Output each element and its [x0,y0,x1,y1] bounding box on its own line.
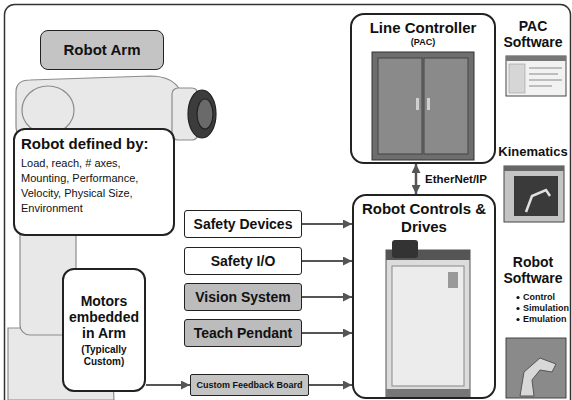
robot-model [526,190,550,212]
software-label: Robot Software [496,254,570,286]
screen [506,338,566,398]
robot-controller-cabinet [386,240,470,397]
robot-software-screenshot [506,338,566,398]
box-title: Line Controller [370,19,477,37]
safety-devices-box: Safety Devices [184,210,302,238]
robot-flange [188,90,216,138]
screen-view [514,176,558,216]
box-title: Motors embedded in Arm [67,293,141,341]
robot-arm-box: Robot Arm [40,30,164,70]
vision-system-box: Vision System [184,283,302,311]
box-title: Vision System [195,289,290,306]
cabinet-door [378,58,422,154]
robot-controls-box: Robot Controls & Drives [352,194,496,399]
software-label: PAC Software [496,18,570,50]
cabinet-body [386,250,470,397]
teach-pendant-device [392,240,418,258]
robot-render [520,358,556,396]
box-title: Robot Arm [64,41,141,59]
box-title: Safety I/O [211,253,276,270]
outer-frame [5,5,571,400]
cabinet-handle [427,98,430,110]
robot-flange-face [197,99,213,129]
bullet-item: Control [523,292,569,303]
software-label: Kinematics [496,144,570,160]
cabinet-panel [448,272,458,288]
cabinet-handle [416,98,419,110]
bullet-dot [516,296,519,299]
connector-arrow [302,296,352,298]
motors-box: Motors embedded in Arm (Typically Custom) [62,268,146,392]
box-title: Teach Pendant [194,325,293,342]
bullets [516,296,519,321]
safety-io-box: Safety I/O [184,247,302,275]
cabinet-plinth [386,389,470,397]
screen-bar [504,166,564,171]
screen [504,166,564,222]
feedback-board-box: Custom Feedback Board [190,374,309,396]
box-body: (Typically Custom) [67,344,141,368]
bullet-item: Simulation [523,303,569,314]
box-title: Custom Feedback Board [196,380,302,391]
kinematics-screenshot [504,166,564,222]
box-title: Robot Controls & Drives [358,200,490,236]
box-title: Robot defined by: [21,135,167,153]
connector-label: EtherNet/IP [424,172,488,186]
cabinet-door [392,266,464,386]
connector-arrow [302,260,352,262]
robot-definition-box: Robot defined by: Load, reach, # axes, Mo… [13,128,175,236]
screen-lines [529,68,562,86]
screen-bar [506,56,566,61]
robot-arm-figure [8,76,216,400]
box-body: (PAC) [411,37,435,48]
connector-arrow [302,332,352,334]
box-body: Load, reach, # axes, Mounting, Performan… [21,156,167,216]
bullet-item: Emulation [523,314,569,325]
screen-pane [509,64,525,93]
connector-arrow [415,164,418,194]
cabinet-door [424,58,468,154]
bullet-dot [516,307,519,310]
teach-pendant-box: Teach Pendant [184,319,302,347]
bullet-dot [516,318,519,321]
connector-arrow [302,223,352,225]
pac-software-screenshot [506,56,566,96]
screen [506,56,566,96]
connector-arrow [309,384,352,386]
line-controller-box: Line Controller(PAC) [350,13,496,164]
line-controller-cabinet [372,52,474,160]
cabinet-body [372,52,474,160]
connector-arrow [146,384,190,386]
box-title: Safety Devices [194,216,293,233]
robot-shoulder [22,86,74,134]
